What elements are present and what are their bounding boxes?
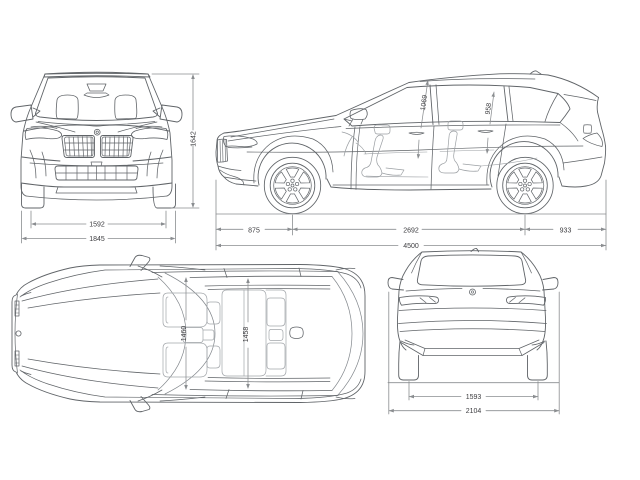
svg-text:875: 875: [248, 227, 260, 234]
svg-text:933: 933: [560, 227, 572, 234]
svg-text:1460: 1460: [181, 326, 188, 342]
svg-text:1458: 1458: [243, 327, 250, 343]
svg-text:1642: 1642: [190, 131, 197, 147]
svg-text:1593: 1593: [466, 394, 482, 401]
svg-text:2692: 2692: [403, 227, 419, 234]
svg-text:1069: 1069: [420, 94, 429, 111]
svg-text:4500: 4500: [403, 243, 419, 250]
svg-text:1845: 1845: [89, 236, 105, 243]
svg-text:1592: 1592: [89, 222, 105, 229]
svg-text:958: 958: [485, 102, 494, 115]
svg-text:2104: 2104: [466, 408, 482, 415]
